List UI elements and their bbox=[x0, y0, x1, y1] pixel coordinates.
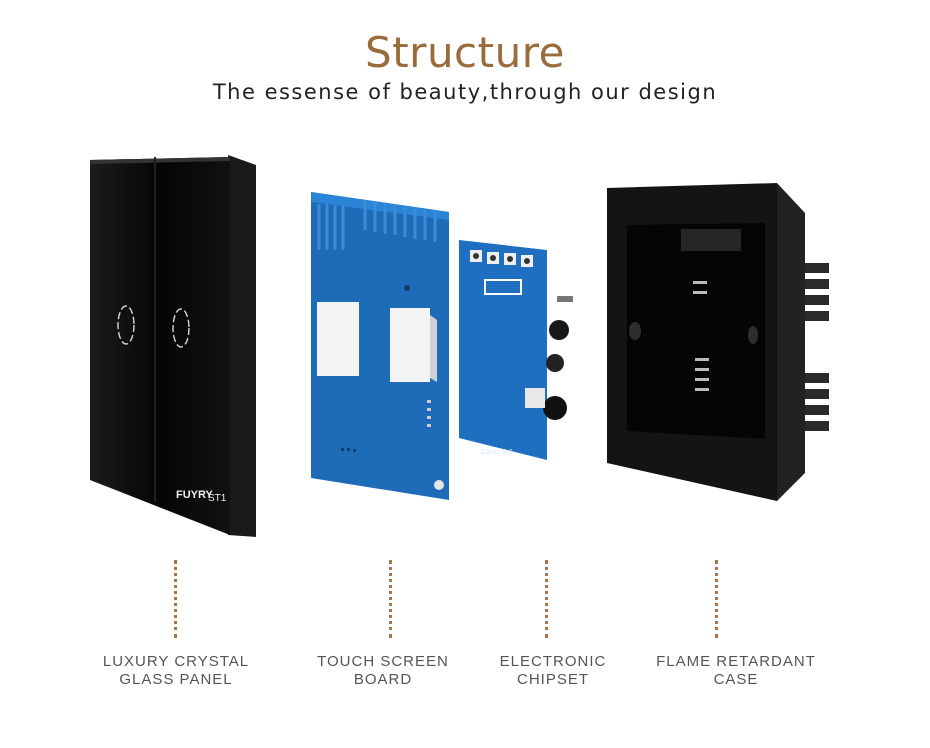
label-touch-board-line2: BOARD bbox=[353, 671, 413, 688]
label-chipset: ELECTRONIC CHIPSET bbox=[453, 653, 653, 689]
chipset-image: C2-01-5-0 bbox=[459, 240, 573, 460]
label-chipset-line1: ELECTRONIC bbox=[499, 653, 607, 670]
label-glass-panel-line2: GLASS PANEL bbox=[119, 671, 233, 688]
connector-glass-panel bbox=[174, 560, 177, 638]
glass-panel-image: FUYRY ST1 bbox=[90, 155, 256, 537]
label-chipset-line2: CHIPSET bbox=[516, 671, 589, 688]
connector-chipset bbox=[545, 560, 548, 638]
label-glass-panel: LUXURY CRYSTAL GLASS PANEL bbox=[76, 653, 276, 689]
connector-case bbox=[715, 560, 718, 638]
label-case-line2: CASE bbox=[713, 671, 759, 688]
case-image bbox=[607, 183, 829, 501]
connector-touch-board bbox=[389, 560, 392, 638]
label-glass-panel-line1: LUXURY CRYSTAL bbox=[102, 653, 250, 670]
page-title: Structure bbox=[365, 28, 565, 77]
touch-key-right-icon bbox=[172, 308, 190, 348]
page-subtitle: The essense of beauty,through our design bbox=[212, 80, 718, 104]
label-touch-board-line1: TOUCH SCREEN bbox=[317, 653, 449, 670]
touch-board-image bbox=[311, 192, 449, 500]
panel-model: ST1 bbox=[208, 493, 227, 504]
label-touch-board: TOUCH SCREEN BOARD bbox=[283, 653, 483, 689]
label-case: FLAME RETARDANT CASE bbox=[636, 653, 836, 689]
panel-brand: FUYRY bbox=[176, 489, 214, 501]
chipset-part-code: C2-01-5-0 bbox=[481, 449, 513, 456]
touch-key-left-icon bbox=[117, 305, 135, 345]
label-case-line1: FLAME RETARDANT bbox=[656, 653, 816, 670]
